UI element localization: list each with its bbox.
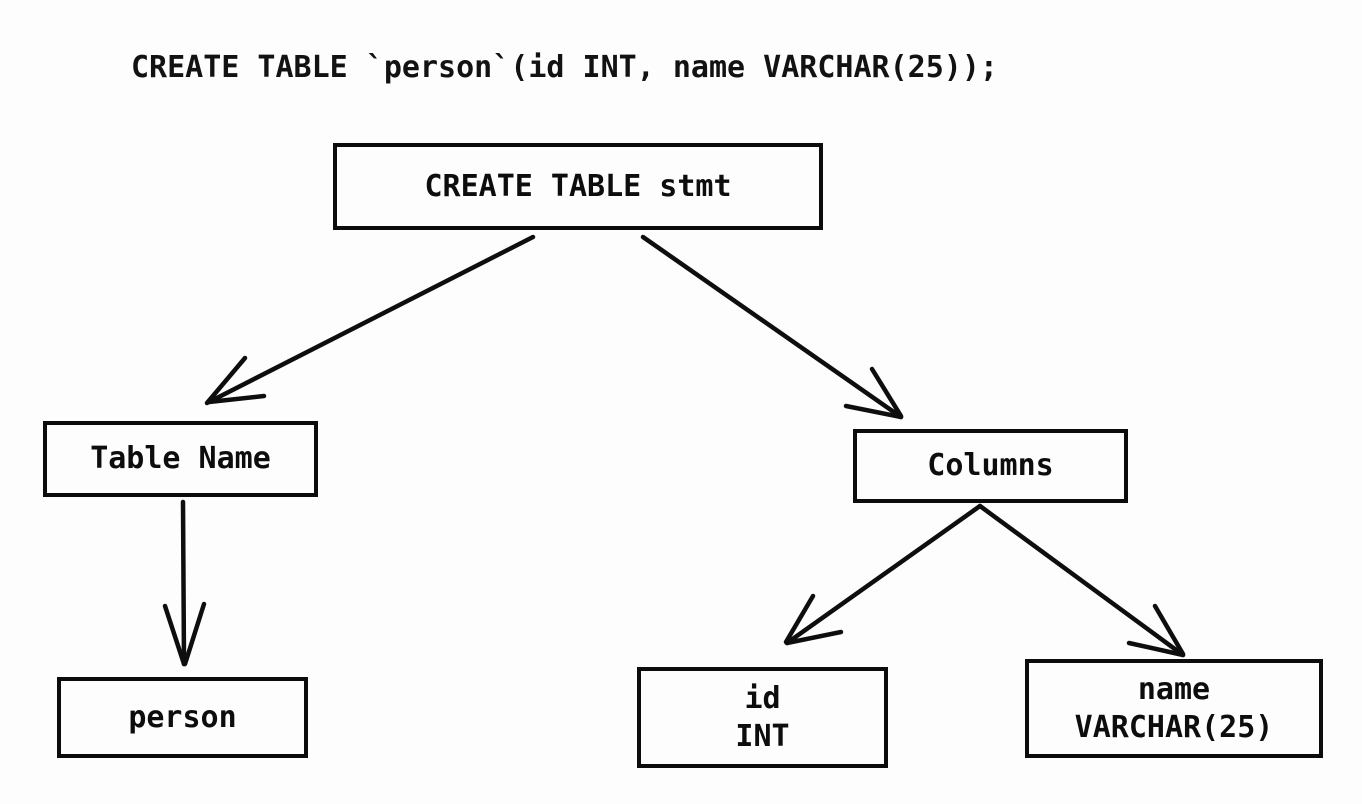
node-name-varchar: name VARCHAR(25) (1025, 659, 1323, 758)
node-name-varchar-line1: name (1137, 672, 1211, 707)
node-person-label: person (128, 699, 237, 735)
node-name-varchar-line2: VARCHAR(25) (1074, 709, 1274, 745)
node-id-int-line1: id (744, 681, 781, 716)
node-table-name-label: Table Name (90, 441, 271, 477)
edge-columns-to-name-arrow (977, 503, 1186, 658)
edge-root-to-table-name-arrow (204, 234, 536, 406)
edge-root-to-columns-arrow (640, 234, 904, 420)
node-table-name: Table Name (43, 421, 318, 497)
node-columns: Columns (853, 429, 1128, 503)
sql-statement-text: CREATE TABLE `person`(id INT, name VARCH… (131, 50, 998, 85)
edge-table-name-to-person-arrow (162, 499, 207, 667)
edge-columns-to-id-arrow (783, 503, 983, 646)
node-create-table-stmt: CREATE TABLE stmt (333, 143, 823, 230)
node-columns-label: Columns (927, 448, 1054, 484)
node-person: person (57, 677, 308, 758)
node-id-int: id INT (637, 667, 888, 768)
node-create-table-stmt-label: CREATE TABLE stmt (424, 168, 732, 204)
node-id-int-line2: INT (735, 718, 790, 754)
